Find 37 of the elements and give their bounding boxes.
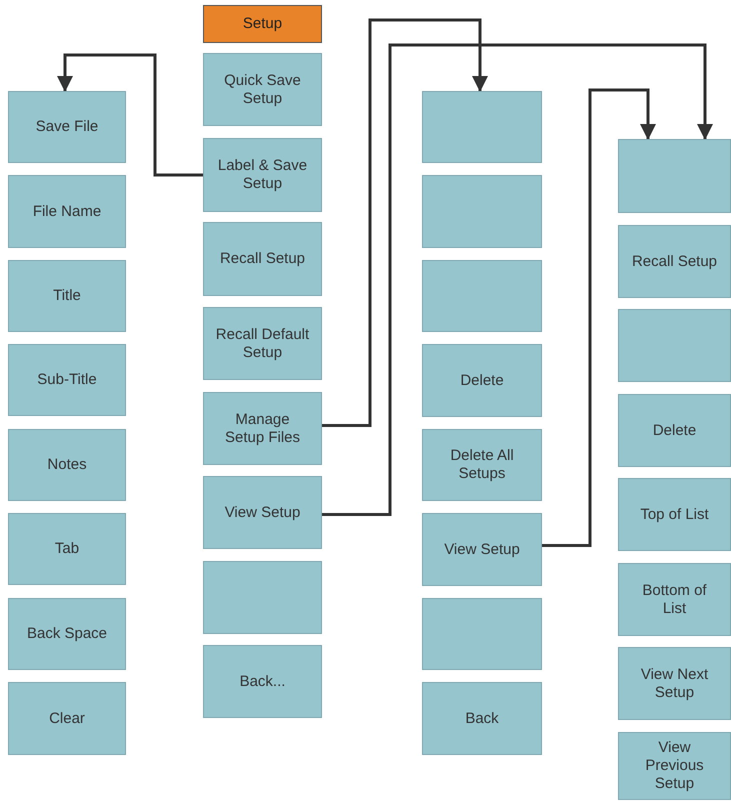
menu-key [422,260,542,332]
menu-key: Title [8,260,126,332]
menu-key: Save File [8,91,126,163]
menu-key: Bottom of List [618,563,731,636]
menu-key: Delete [618,394,731,467]
menu-key: Tab [8,513,126,585]
menu-key [618,309,731,382]
menu-key: Manage Setup Files [203,392,322,465]
menu-key: Sub-Title [8,344,126,416]
menu-key: Recall Default Setup [203,307,322,380]
menu-key [422,91,542,163]
arrow [322,18,488,427]
menu-key: Recall Setup [203,222,322,296]
menu-key: File Name [8,175,126,248]
menu-key [422,598,542,670]
arrow [322,44,713,516]
menu-header: Setup [203,5,322,43]
menu-key: View Setup [203,476,322,549]
menu-key: Back Space [8,598,126,670]
menu-key [422,175,542,248]
menu-key: Top of List [618,478,731,551]
arrow [542,88,656,547]
menu-key: View Setup [422,513,542,586]
arrow [57,54,203,176]
menu-key: Clear [8,682,126,755]
menu-key: Label & Save Setup [203,138,322,212]
menu-key: Quick Save Setup [203,53,322,126]
menu-key: Delete All Setups [422,429,542,501]
menu-key: Back [422,682,542,755]
menu-key: Recall Setup [618,225,731,298]
menu-key: Back... [203,645,322,718]
menu-key: Notes [8,429,126,501]
menu-key [618,139,731,213]
menu-key: Delete [422,344,542,417]
menu-key: View Previous Setup [618,732,731,800]
menu-key: View Next Setup [618,647,731,720]
menu-key [203,561,322,634]
